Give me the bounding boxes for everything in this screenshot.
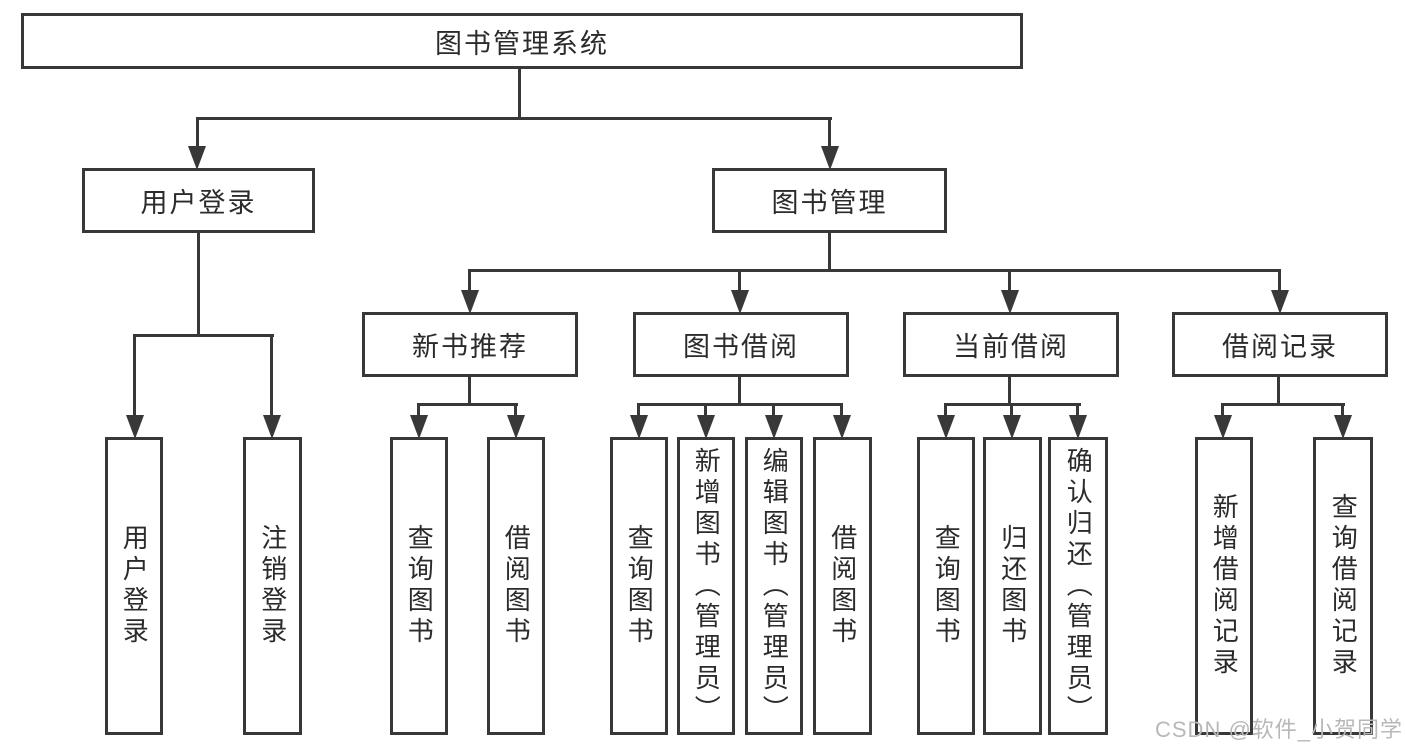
arrow-down-icon — [1334, 415, 1352, 439]
watermark: CSDN @软件_小贺同学 — [1155, 717, 1404, 742]
leaf-label: 查询图书 — [931, 524, 962, 648]
connector-line — [828, 117, 831, 150]
arrow-down-icon — [1214, 415, 1232, 439]
node-user-login: 用户登录 — [82, 168, 315, 233]
connector-line — [1278, 269, 1281, 292]
arrow-down-icon — [126, 415, 144, 439]
connector-line — [1076, 403, 1079, 417]
node-label: 用户登录 — [140, 188, 257, 218]
arrow-down-icon — [937, 415, 955, 439]
connector-line — [518, 66, 521, 119]
connector-line — [1221, 403, 1224, 417]
connector-line — [468, 377, 471, 406]
node-label: 借阅记录 — [1222, 332, 1338, 362]
leaf-label: 归还图书 — [997, 524, 1028, 648]
arrow-down-icon — [507, 415, 525, 439]
arrow-down-icon — [1271, 290, 1289, 314]
node-borrow-records: 借阅记录 — [1172, 312, 1388, 377]
connector-line — [704, 403, 707, 417]
connector-line — [270, 334, 273, 418]
arrow-down-icon — [188, 146, 206, 170]
connector-line — [1010, 403, 1013, 417]
connector-line — [637, 403, 843, 406]
leaf-confirm-return-admin: 确认归还（管理员） — [1048, 437, 1108, 735]
connector-line — [133, 334, 274, 337]
node-book-borrow: 图书借阅 — [633, 312, 849, 377]
connector-line — [1341, 403, 1344, 417]
connector-line — [944, 403, 947, 417]
leaf-label: 确认归还（管理员） — [1063, 446, 1094, 726]
leaf-label: 查询借阅记录 — [1328, 493, 1359, 679]
leaf-edit-book-admin: 编辑图书（管理员） — [745, 437, 803, 735]
leaf-label: 注销登录 — [257, 524, 288, 648]
arrow-down-icon — [410, 415, 428, 439]
arrow-down-icon — [833, 415, 851, 439]
leaf-label: 借阅图书 — [501, 524, 532, 648]
node-label: 当前借阅 — [953, 332, 1069, 362]
leaf-label: 新增借阅记录 — [1209, 493, 1240, 679]
arrow-down-icon — [697, 415, 715, 439]
connector-line — [1008, 377, 1011, 406]
leaf-return-book: 归还图书 — [983, 437, 1042, 735]
connector-line — [772, 403, 775, 417]
node-current-borrow: 当前借阅 — [903, 312, 1119, 377]
connector-line — [1008, 269, 1011, 292]
leaf-label: 借阅图书 — [827, 524, 858, 648]
connector-line — [417, 403, 420, 417]
node-label: 新书推荐 — [412, 332, 528, 362]
node-new-book-recommend: 新书推荐 — [362, 312, 578, 377]
connector-line — [133, 334, 136, 418]
arrow-down-icon — [1069, 415, 1087, 439]
connector-line — [738, 269, 741, 292]
arrow-down-icon — [263, 415, 281, 439]
arrow-down-icon — [821, 146, 839, 170]
leaf-query-books-borrow: 查询图书 — [610, 437, 668, 735]
arrow-down-icon — [1001, 290, 1019, 314]
connector-line — [637, 403, 640, 417]
arrow-down-icon — [765, 415, 783, 439]
connector-line — [840, 403, 843, 417]
node-book-management: 图书管理 — [712, 168, 947, 233]
connector-line — [1277, 377, 1280, 406]
leaf-label: 查询图书 — [624, 524, 655, 648]
leaf-query-books-current: 查询图书 — [917, 437, 975, 735]
leaf-user-login: 用户登录 — [105, 437, 163, 735]
leaf-query-books-recommend: 查询图书 — [390, 437, 448, 735]
node-label: 图书管理 — [771, 188, 888, 218]
leaf-borrow-books: 借阅图书 — [813, 437, 872, 735]
node-label: 图书管理系统 — [435, 28, 609, 59]
leaf-add-borrow-record: 新增借阅记录 — [1195, 437, 1253, 735]
connector-line — [417, 403, 518, 406]
arrow-down-icon — [1003, 415, 1021, 439]
leaf-label: 新增图书（管理员） — [691, 446, 722, 726]
leaf-borrow-books-recommend: 借阅图书 — [487, 437, 545, 735]
leaf-add-book-admin: 新增图书（管理员） — [677, 437, 735, 735]
node-library-management-system: 图书管理系统 — [21, 13, 1023, 69]
leaf-label: 用户登录 — [119, 524, 150, 648]
leaf-query-borrow-record: 查询借阅记录 — [1313, 437, 1373, 735]
leaf-logout: 注销登录 — [243, 437, 302, 735]
connector-line — [738, 377, 741, 406]
arrow-down-icon — [731, 290, 749, 314]
leaf-label: 编辑图书（管理员） — [759, 446, 790, 726]
connector-line — [468, 269, 1281, 272]
connector-line — [514, 403, 517, 417]
arrow-down-icon — [461, 290, 479, 314]
arrow-down-icon — [630, 415, 648, 439]
connector-line — [1221, 403, 1345, 406]
connector-line — [197, 232, 200, 337]
leaf-label: 查询图书 — [404, 524, 435, 648]
connector-line — [828, 230, 831, 272]
connector-line — [196, 117, 199, 150]
connector-line — [196, 117, 832, 120]
connector-line — [468, 269, 471, 292]
node-label: 图书借阅 — [683, 332, 799, 362]
